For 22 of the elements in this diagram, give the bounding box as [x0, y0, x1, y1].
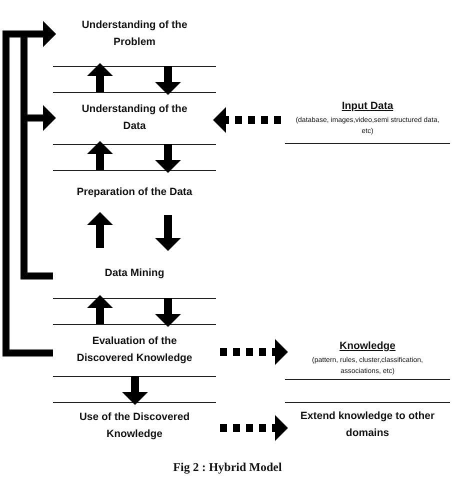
arrow: [155, 215, 181, 251]
heading: Preparation of the Data: [76, 185, 192, 200]
arrow: [122, 376, 148, 405]
caption: Fig 2 : Hybrid Model: [172, 460, 283, 475]
arrow: [155, 66, 181, 95]
heading: Input Data: [342, 98, 394, 114]
heading: Extend knowledge to other domains: [299, 408, 436, 440]
arrow: [220, 339, 288, 365]
heading: Use of the Discovered Knowledge: [78, 410, 191, 442]
arrow: [87, 141, 113, 170]
arrow: [155, 144, 181, 173]
arrow: [220, 415, 288, 441]
heading: Evaluation of the Discovered Knowledge: [76, 334, 194, 366]
arrow: [155, 298, 181, 327]
heading: Data Mining: [104, 266, 164, 281]
arrow: [87, 295, 113, 324]
heading: Knowledge: [339, 338, 396, 354]
arrow: [87, 63, 113, 92]
heading: Understanding of the Data: [80, 102, 188, 134]
arrow: [213, 107, 281, 133]
arrow: [87, 212, 113, 248]
heading: Understanding of the Problem: [80, 18, 188, 50]
